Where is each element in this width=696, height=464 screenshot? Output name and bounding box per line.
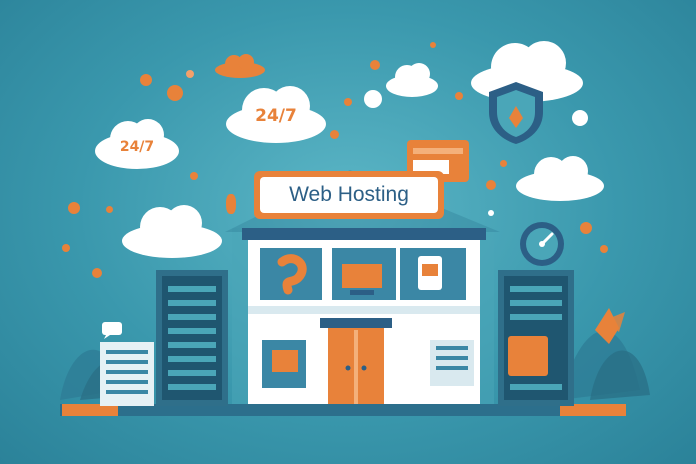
decor-dot (364, 90, 382, 108)
cloud-left-lower (120, 199, 224, 259)
decor-dot (580, 222, 592, 234)
decor-dot (226, 194, 236, 214)
decor-dot (190, 172, 198, 180)
decor-dot (68, 202, 80, 214)
document-icon (100, 342, 154, 406)
decor-dot (106, 206, 113, 213)
decor-dot (500, 160, 507, 167)
cloud-247-left: 24/7 (92, 113, 182, 171)
cloud-label: 24/7 (255, 106, 297, 126)
cloud-right (515, 150, 605, 202)
decor-dot (62, 244, 70, 252)
decor-dot (140, 74, 152, 86)
cloud-icon (226, 86, 326, 143)
decor-dot (370, 60, 380, 70)
cloud-small-top (385, 58, 440, 98)
decor-dot (455, 92, 463, 100)
web-hosting-sign: Web Hosting (254, 171, 444, 219)
sign-title: Web Hosting (260, 177, 438, 213)
chat-bubble-icon (102, 322, 122, 339)
decor-dot (330, 130, 339, 139)
decor-dot (488, 210, 494, 216)
decor-dot (344, 98, 352, 106)
shield-icon (489, 82, 543, 144)
cloud-icon (95, 119, 179, 169)
cloud-icon (122, 205, 222, 258)
decor-dot (186, 70, 194, 78)
decor-dot (430, 42, 436, 48)
decor-dot (572, 110, 588, 126)
decor-dot (486, 180, 496, 190)
cloud-icon (516, 156, 604, 201)
cloud-label: 24/7 (119, 139, 155, 155)
decor-dot (92, 268, 102, 278)
server-rack-icon (156, 270, 228, 406)
cloud-icon (215, 54, 265, 78)
cloud-247-center: 24/7 (224, 80, 328, 144)
decor-dot (167, 85, 183, 101)
server-rack-icon (498, 270, 574, 406)
cloud-icon (386, 63, 438, 97)
gauge-icon (520, 222, 564, 266)
decor-dot (600, 245, 608, 253)
